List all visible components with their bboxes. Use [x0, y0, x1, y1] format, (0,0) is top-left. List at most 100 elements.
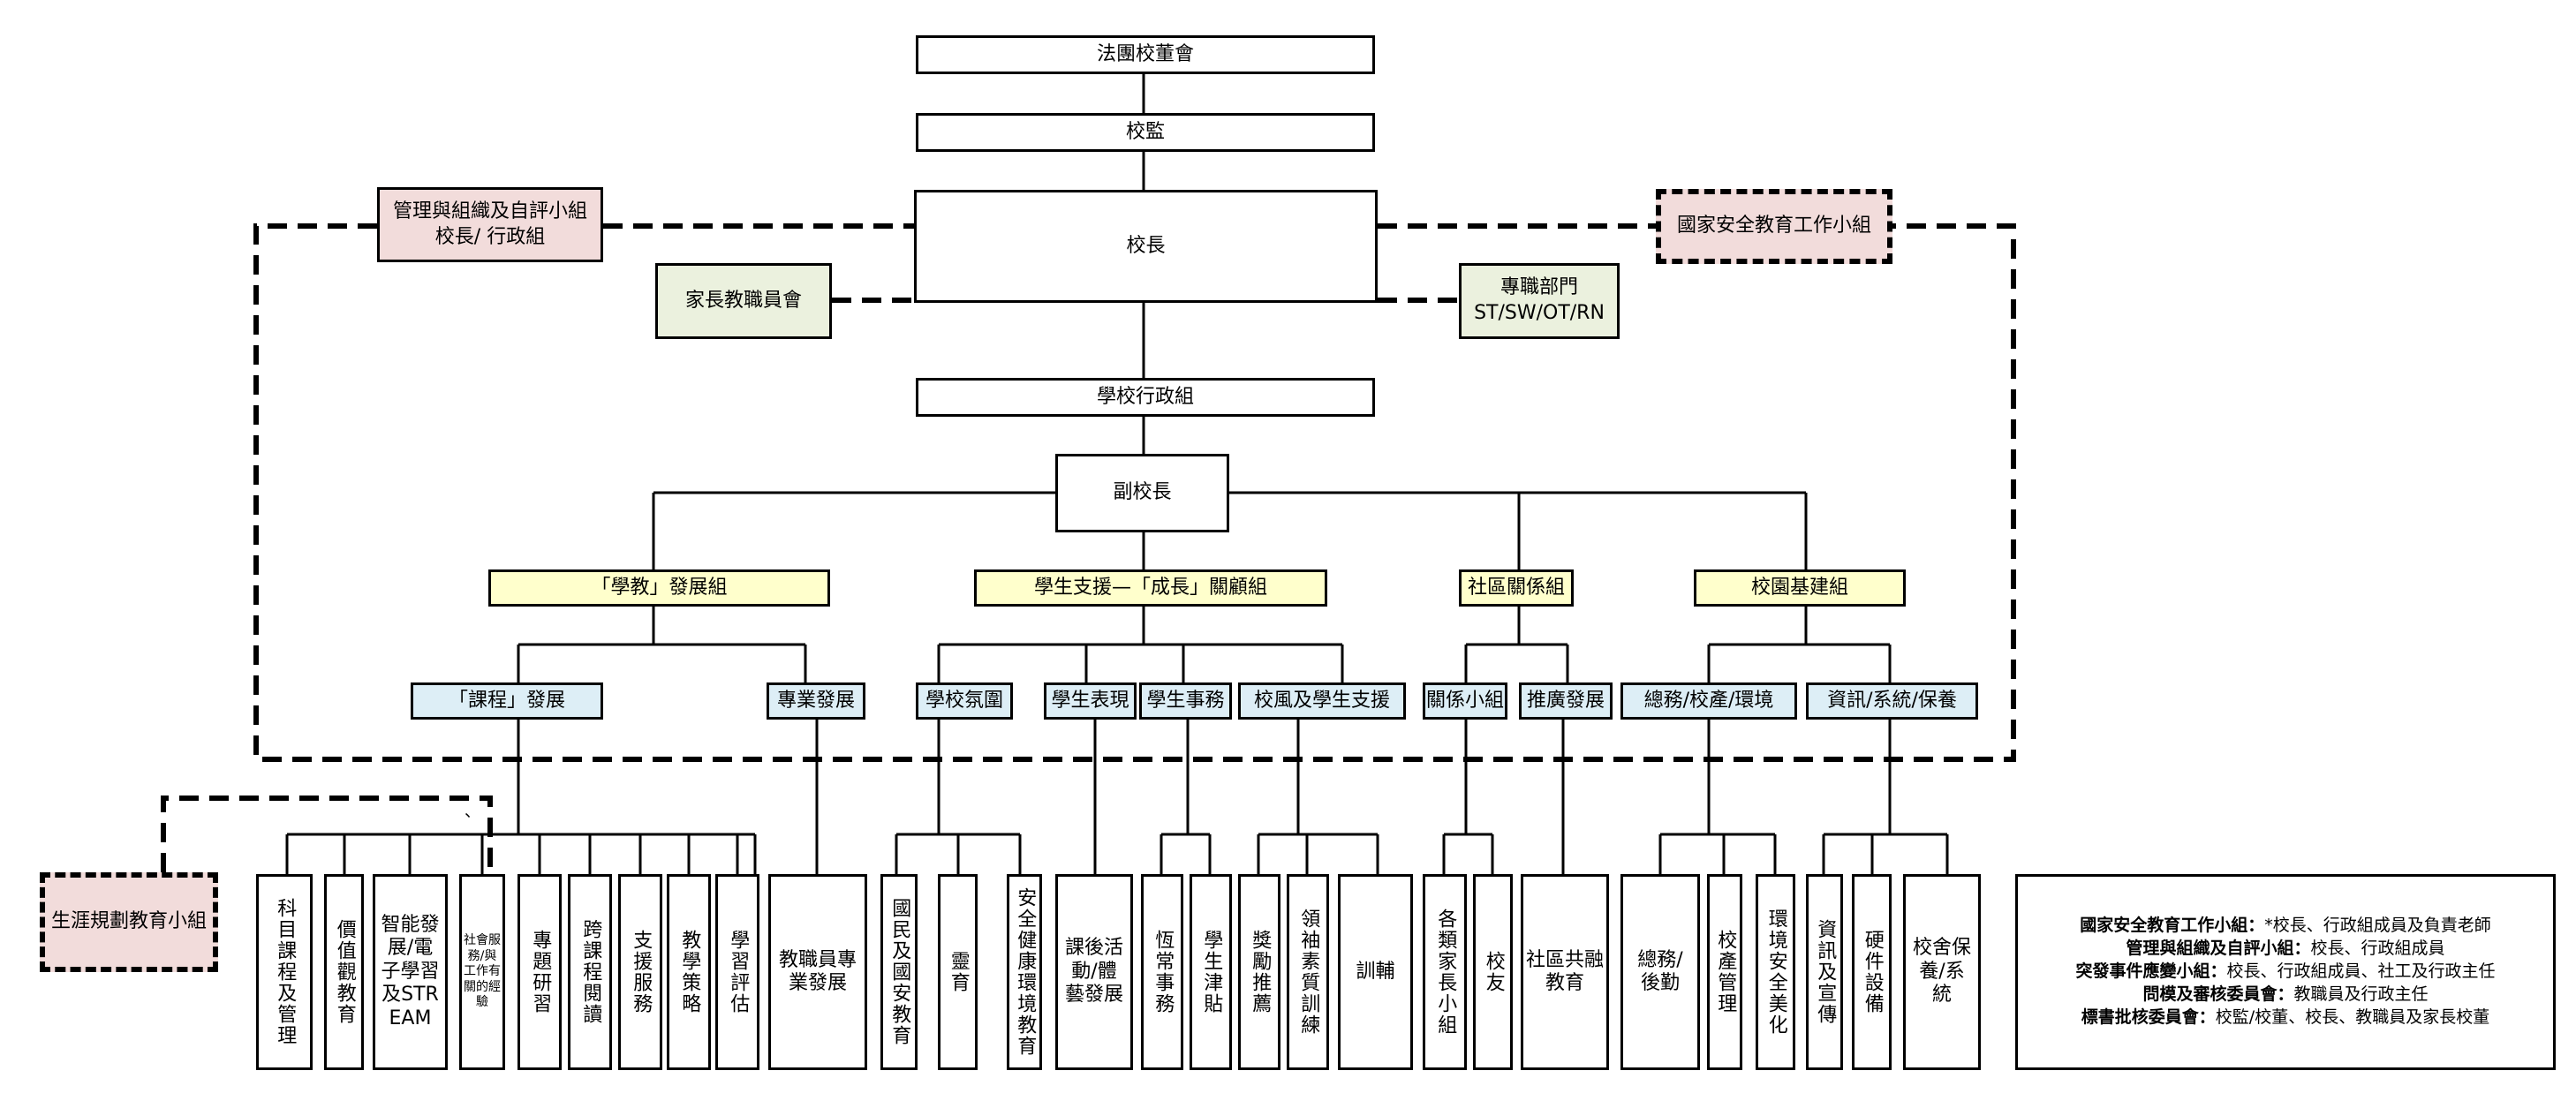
supervisor-label: 校監 — [1125, 120, 1165, 143]
leaf-spiritual: 靈育 — [938, 874, 978, 1070]
leaf-label: 教職員專業發展 — [778, 948, 857, 994]
mgmt-committee-box: 管理與組織及自評小組 校長/ 行政組 — [377, 187, 603, 262]
committee-legend: 國家安全教育工作小組：*校長、行政組成員及負責老師 管理與組織及自評小組：校長、… — [2015, 874, 2556, 1070]
supervisor-box: 校監 — [916, 113, 1375, 152]
infra-group-label: 校園基建組 — [1750, 576, 1848, 599]
board-box: 法團校董會 — [916, 35, 1375, 74]
teaching-group-box: 「學教」發展組 — [488, 569, 830, 607]
board-label: 法團校董會 — [1096, 42, 1194, 65]
leaf-label: 社區共融教育 — [1525, 948, 1604, 994]
leaf-assessment: 學習評估 — [715, 874, 759, 1070]
principal-box: 校長 — [914, 190, 1378, 303]
curriculum-label: 「課程」發展 — [448, 689, 565, 712]
leaf-leadership: 領袖素質訓練 — [1287, 874, 1329, 1070]
leaf-label: 靈育 — [947, 951, 970, 993]
leaf-label: 跨課程閱讀 — [579, 919, 602, 1025]
leaf-logistics: 總務/後勤 — [1620, 874, 1700, 1070]
atmosphere-label: 學校氛圍 — [925, 689, 1003, 712]
affairs-label: 學生事務 — [1146, 689, 1225, 712]
performance-box: 學生表現 — [1044, 682, 1137, 720]
curriculum-box: 「課程」發展 — [411, 682, 603, 720]
leaf-label: 硬件設備 — [1861, 930, 1884, 1014]
infra-group-box: 校園基建組 — [1694, 569, 1906, 607]
admin-label: 學校行政組 — [1096, 385, 1194, 408]
leaf-label: 課後活動/體藝發展 — [1064, 937, 1123, 1007]
leaf-label: 專題研習 — [529, 930, 552, 1014]
stray-mark: 、 — [465, 803, 480, 821]
pta-label: 家長教職員會 — [684, 289, 802, 312]
leaf-community-inclusion: 社區共融教育 — [1521, 874, 1609, 1070]
leaf-label: 恆常事務 — [1152, 930, 1175, 1014]
leaf-label: 國民及國安教育 — [888, 898, 911, 1046]
community-group-label: 社區關係組 — [1467, 576, 1565, 599]
teaching-group-label: 「學教」發展組 — [591, 576, 728, 599]
legend-desc: *校長、行政組成員及負責老師 — [2264, 916, 2491, 936]
professional-dept-line2: ST/SW/OT/RN — [1474, 302, 1605, 324]
ethos-box: 校風及學生支援 — [1238, 682, 1406, 720]
affairs-box: 學生事務 — [1139, 682, 1232, 720]
leaf-building-maintenance: 校舍保養/系統 — [1903, 874, 1981, 1070]
career-planning-box: 生涯規劃教育小組 — [40, 872, 218, 972]
leaf-staff-development: 教職員專業發展 — [768, 874, 867, 1070]
leaf-label: 訓輔 — [1356, 960, 1395, 983]
leaf-guidance: 訓輔 — [1338, 874, 1413, 1070]
leaf-label: 科目課程及管理 — [274, 898, 297, 1046]
professional-dept-line1: 專職部門 — [1500, 276, 1578, 299]
leaf-cross-curricular-reading: 跨課程閱讀 — [568, 874, 612, 1070]
leaf-info-publicity: 資訊及宣傳 — [1806, 874, 1843, 1070]
national-security-label: 國家安全教育工作小組 — [1676, 215, 1871, 238]
general-affairs-box: 總務/校產/環境 — [1620, 682, 1797, 720]
professional-dept-box: 專職部門 ST/SW/OT/RN — [1459, 263, 1620, 339]
leaf-routine-affairs: 恆常事務 — [1141, 874, 1183, 1070]
legend-row: 突發事件應變小組：校長、行政組成員、社工及行政主任 — [2075, 961, 2495, 984]
legend-desc: 校監/校董、校長、教職員及家長校董 — [2215, 1007, 2490, 1027]
mgmt-committee-line1: 管理與組織及自評小組 — [392, 200, 587, 222]
leaf-label: 校友 — [1482, 951, 1505, 993]
leaf-social-service: 社會服務/與工作有關的經驗 — [459, 874, 505, 1070]
legend-row: 國家安全教育工作小組：*校長、行政組成員及負責老師 — [2080, 915, 2491, 938]
leaf-asset-management: 校產管理 — [1707, 874, 1742, 1070]
leaf-teaching-strategies: 教學策略 — [667, 874, 711, 1070]
leaf-values-education: 價值觀教育 — [324, 874, 364, 1070]
vice-principal-box: 副校長 — [1055, 454, 1229, 532]
leaf-support-services: 支援服務 — [618, 874, 662, 1070]
legend-term: 管理與組織及自評小組： — [2126, 939, 2311, 959]
vice-principal-label: 副校長 — [1113, 481, 1172, 504]
leaf-hardware: 硬件設備 — [1852, 874, 1892, 1070]
leaf-alumni: 校友 — [1473, 874, 1513, 1070]
legend-desc: 教職員及行政主任 — [2293, 984, 2429, 1004]
general-affairs-label: 總務/校產/環境 — [1643, 689, 1774, 712]
it-box: 資訊/系統/保養 — [1806, 682, 1978, 720]
leaf-label: 學生津貼 — [1200, 930, 1223, 1014]
national-security-box: 國家安全教育工作小組 — [1656, 189, 1892, 264]
leaf-label: 校產管理 — [1714, 930, 1737, 1014]
legend-row: 標書批核委員會：校監/校董、校長、教職員及家長校董 — [2081, 1007, 2489, 1029]
leaf-awards: 獎勵推薦 — [1238, 874, 1280, 1070]
leaf-subject-curriculum: 科目課程及管理 — [256, 874, 313, 1070]
leaf-label: 教學策略 — [678, 930, 701, 1014]
principal-label: 校長 — [1126, 234, 1166, 257]
prof-dev-label: 專業發展 — [776, 689, 855, 712]
leaf-label: 價值觀教育 — [333, 919, 356, 1025]
leaf-parent-groups: 各類家長小組 — [1423, 874, 1467, 1070]
leaf-label: 安全健康環境教育 — [1014, 887, 1037, 1057]
leaf-project-learning: 專題研習 — [517, 874, 562, 1070]
relations-label: 關係小組 — [1425, 689, 1504, 712]
leaf-label: 獎勵推薦 — [1249, 930, 1272, 1014]
promotion-label: 推廣發展 — [1526, 689, 1605, 712]
admin-box: 學校行政組 — [916, 378, 1375, 417]
legend-row: 管理與組織及自評小組：校長、行政組成員 — [2126, 938, 2444, 961]
leaf-label: 支援服務 — [630, 930, 653, 1014]
performance-label: 學生表現 — [1051, 689, 1129, 712]
legend-term: 標書批核委員會： — [2081, 1007, 2216, 1027]
pta-box: 家長教職員會 — [655, 263, 832, 339]
legend-row: 問模及審核委員會：教職員及行政主任 — [2142, 984, 2428, 1007]
leaf-student-allowance: 學生津貼 — [1190, 874, 1232, 1070]
leaf-label: 社會服務/與工作有關的經驗 — [464, 933, 501, 1010]
atmosphere-box: 學校氛圍 — [916, 682, 1013, 720]
legend-term: 問模及審核委員會： — [2142, 984, 2294, 1004]
leaf-label: 各類家長小組 — [1434, 909, 1457, 1036]
leaf-national-education: 國民及國安教育 — [880, 874, 918, 1070]
relations-box: 關係小組 — [1423, 682, 1507, 720]
